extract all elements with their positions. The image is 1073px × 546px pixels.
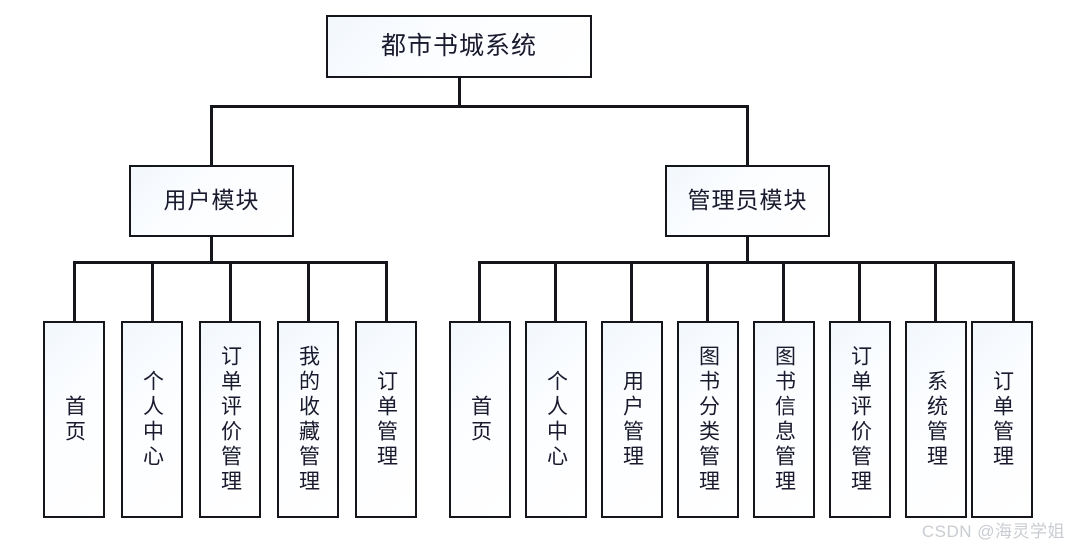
node-leaf-admin-order-review-management-label: 订单评价管理: [848, 344, 873, 495]
node-leaf-admin-book-category-management-label: 图书分类管理: [696, 344, 721, 495]
node-leaf-admin-user-management-label: 用户管理: [620, 369, 645, 470]
connector-admin-leaf-bus: [478, 261, 1015, 264]
node-leaf-admin-book-info-management[interactable]: 图书信息管理: [753, 321, 815, 518]
node-leaf-admin-system-management-label: 系统管理: [924, 369, 949, 470]
connector-admin-leaf-2: [554, 261, 557, 322]
node-leaf-admin-home[interactable]: 首页: [449, 321, 511, 518]
connector-admin-leaf-7: [934, 261, 937, 322]
connector-user-leaf-3: [229, 261, 232, 322]
connector-admin-leaf-4: [706, 261, 709, 322]
node-leaf-user-favorites-management[interactable]: 我的收藏管理: [277, 321, 339, 518]
node-leaf-admin-system-management[interactable]: 系统管理: [905, 321, 967, 518]
node-leaf-user-personal-center-label: 个人中心: [140, 369, 165, 470]
node-leaf-admin-book-category-management[interactable]: 图书分类管理: [677, 321, 739, 518]
connector-user-leaf-2: [151, 261, 154, 322]
connector-admin-leaf-3: [630, 261, 633, 322]
node-module-user-label: 用户模块: [163, 188, 260, 214]
node-root-label: 都市书城系统: [380, 32, 537, 60]
connector-admin-leaf-8: [1012, 261, 1015, 322]
node-leaf-user-order-review-management[interactable]: 订单评价管理: [199, 321, 261, 518]
node-leaf-admin-personal-center[interactable]: 个人中心: [525, 321, 587, 518]
connector-admin-leaf-5: [782, 261, 785, 322]
node-leaf-admin-personal-center-label: 个人中心: [544, 369, 569, 470]
node-leaf-admin-order-management-label: 订单管理: [990, 369, 1015, 470]
node-leaf-user-personal-center[interactable]: 个人中心: [121, 321, 183, 518]
node-leaf-admin-user-management[interactable]: 用户管理: [601, 321, 663, 518]
node-leaf-user-favorites-management-label: 我的收藏管理: [296, 344, 321, 495]
connector-admin-leaf-6: [858, 261, 861, 322]
node-leaf-admin-order-management[interactable]: 订单管理: [971, 321, 1033, 518]
node-leaf-admin-home-label: 首页: [468, 394, 493, 445]
connector-user-leaf-4: [307, 261, 310, 322]
connector-user-module-stem: [210, 237, 213, 263]
node-module-user[interactable]: 用户模块: [129, 165, 294, 237]
node-leaf-user-order-review-management-label: 订单评价管理: [218, 344, 243, 495]
node-root-system[interactable]: 都市书城系统: [326, 15, 592, 78]
connector-to-admin-module: [746, 105, 749, 165]
node-leaf-user-order-management-label: 订单管理: [374, 369, 399, 470]
watermark: CSDN @海灵学姐: [921, 522, 1065, 541]
node-module-admin-label: 管理员模块: [687, 188, 808, 214]
node-leaf-user-home-label: 首页: [62, 394, 87, 445]
connector-user-leaf-5: [385, 261, 388, 322]
connector-admin-leaf-1: [478, 261, 481, 322]
node-leaf-admin-book-info-management-label: 图书信息管理: [772, 344, 797, 495]
node-leaf-user-home[interactable]: 首页: [43, 321, 105, 518]
connector-level1-bus: [210, 105, 749, 108]
node-leaf-user-order-management[interactable]: 订单管理: [355, 321, 417, 518]
connector-to-user-module: [210, 105, 213, 165]
node-leaf-admin-order-review-management[interactable]: 订单评价管理: [829, 321, 891, 518]
node-module-admin[interactable]: 管理员模块: [665, 165, 830, 237]
connector-admin-module-stem: [746, 237, 749, 263]
connector-root-stem: [458, 78, 461, 107]
connector-user-leaf-1: [73, 261, 76, 322]
